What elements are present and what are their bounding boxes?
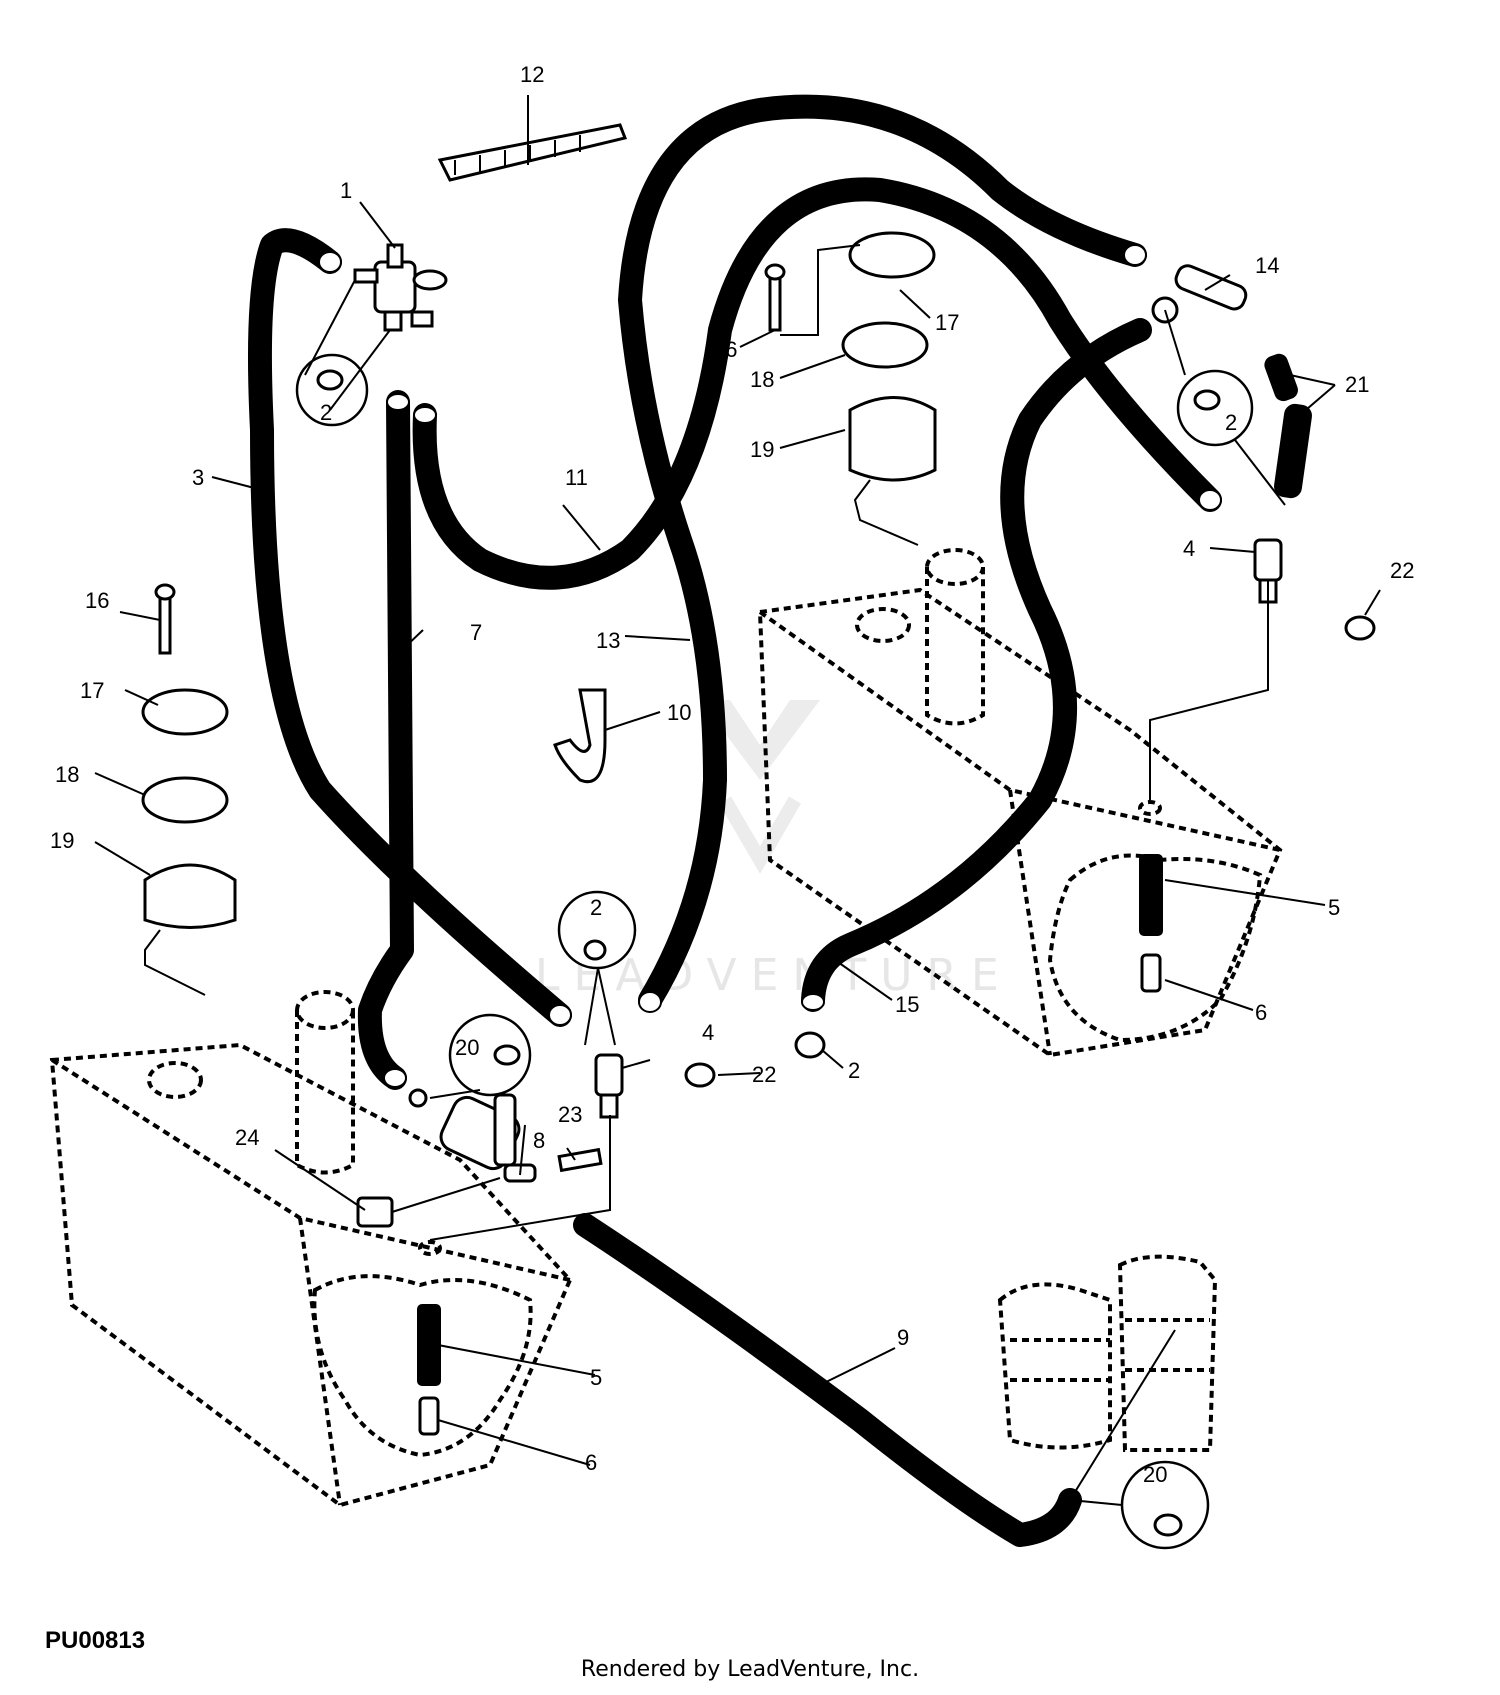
part-14-tee-fitting (1151, 264, 1248, 324)
callout-5-left: 5 (590, 1365, 602, 1390)
detail-bubbles (295, 353, 1254, 1550)
callout-10: 10 (667, 700, 691, 725)
callout-19-left: 19 (50, 828, 74, 853)
part-6-right (1140, 953, 1162, 993)
callout-5-right: 5 (1328, 895, 1340, 920)
callout-21: 21 (1345, 372, 1369, 397)
leader-lines (94, 95, 1381, 1506)
filter-housing (997, 1254, 1218, 1452)
part-22-clamp-right (1344, 615, 1376, 641)
callout-23: 23 (558, 1102, 582, 1127)
callout-2-right: 2 (1225, 410, 1237, 435)
callout-1: 1 (340, 178, 352, 203)
callout-14: 14 (1255, 253, 1279, 278)
callout-2-hose15: 2 (848, 1058, 860, 1083)
hose-7 (357, 390, 414, 1090)
callout-6-left: 6 (585, 1450, 597, 1475)
part-5-left (417, 1304, 441, 1386)
hoses (247, 94, 1222, 1547)
part-23-bolt (557, 1147, 603, 1173)
callout-4-right: 4 (1183, 536, 1195, 561)
bubble-20-left (448, 1013, 532, 1097)
callout-labels: 12 1 2 3 7 11 13 10 14 2 21 4 22 5 6 15 … (50, 62, 1414, 1487)
part-22-clamp-center (684, 1062, 716, 1088)
callout-15: 15 (895, 992, 919, 1017)
part-1-shutoff-valve (353, 243, 448, 332)
callout-20-right: 20 (1143, 1462, 1167, 1487)
part-21-hose-lower (1274, 403, 1312, 499)
callout-22-center: 22 (752, 1062, 776, 1087)
callout-20-left: 20 (455, 1035, 479, 1060)
hose-13 (618, 94, 1147, 1012)
left-fuel-tank (49, 990, 573, 1508)
part-4-fitting-center (594, 1053, 624, 1119)
callout-16-left: 16 (85, 588, 109, 613)
callout-6-right: 6 (1255, 1000, 1267, 1025)
callout-17-right: 17 (935, 310, 959, 335)
callout-18-left: 18 (55, 762, 79, 787)
part-8-fuel-pump (408, 1088, 537, 1183)
part-6-left (418, 1396, 440, 1436)
callout-9: 9 (897, 1325, 909, 1350)
part-group-right-sender (764, 231, 937, 546)
callout-18-right: 18 (750, 367, 774, 392)
hose-9 (573, 1213, 1082, 1547)
small-parts (141, 123, 1376, 1436)
callout-16-right: 16 (713, 337, 737, 362)
callout-2-center: 2 (590, 895, 602, 920)
callout-19-right: 19 (750, 437, 774, 462)
callout-11: 11 (565, 465, 588, 490)
part-5-right (1139, 854, 1163, 936)
callout-2-top-left: 2 (320, 400, 332, 425)
part-21-hose-upper (1264, 353, 1298, 402)
callout-17-left: 17 (80, 678, 104, 703)
part-12-clip-rail (437, 123, 628, 182)
callout-12: 12 (520, 62, 544, 87)
callout-24: 24 (235, 1125, 259, 1150)
callout-7: 7 (470, 620, 482, 645)
part-10-hose-clamp (553, 688, 607, 783)
part-2-clamp-hose15 (794, 1031, 826, 1059)
hose-15 (801, 318, 1152, 1012)
hose-11 (412, 177, 1222, 590)
render-credit: Rendered by LeadVenture, Inc. (580, 1657, 920, 1682)
callout-13: 13 (596, 628, 620, 653)
diagram-code: PU00813 (45, 1627, 146, 1654)
part-24-bracket (356, 1196, 394, 1228)
callout-22-right: 22 (1390, 558, 1414, 583)
callout-8: 8 (533, 1128, 545, 1153)
callout-3: 3 (192, 465, 204, 490)
callout-4-center: 4 (702, 1020, 714, 1045)
part-group-left-sender (141, 583, 237, 996)
